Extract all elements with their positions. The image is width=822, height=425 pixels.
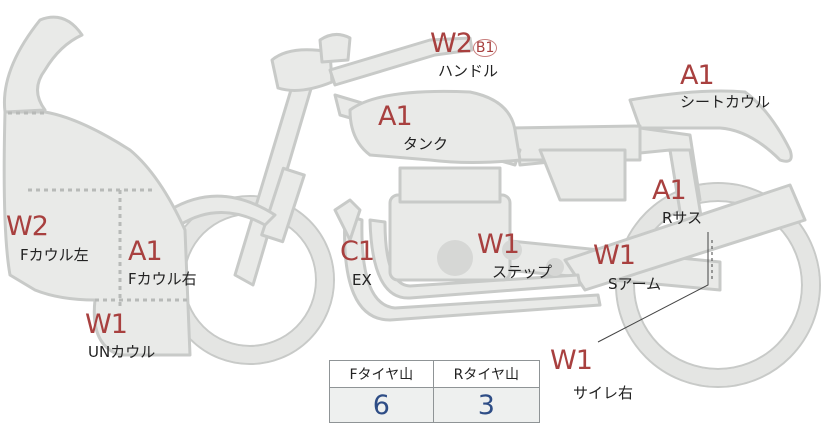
handle-grade: W2 B1 [430, 28, 498, 59]
sarm-grade: W1 [593, 240, 636, 271]
engine-head [398, 166, 502, 204]
handlebar-shape [328, 36, 474, 87]
front-fork [233, 58, 320, 287]
front-fender [168, 194, 277, 227]
rsus-grade: A1 [652, 175, 687, 206]
fcowl-right-label: Fカウル右 [128, 270, 197, 288]
seatcowl-grade: A1 [680, 60, 715, 91]
side-cover-shape [538, 148, 627, 202]
exhaust-pipe-2 [368, 218, 582, 300]
uncowl-label: UNカウル [88, 343, 156, 361]
engine-cover [437, 240, 473, 276]
sidecover-label: サイレ右 [573, 384, 634, 402]
tank-grade: A1 [378, 101, 413, 132]
front-tread-value: 6 [329, 387, 434, 423]
step-peg [502, 240, 522, 260]
uncowl-grade: W1 [85, 309, 128, 340]
frame-front [333, 198, 362, 242]
sidecover-grade: W1 [550, 345, 593, 376]
step-grade: W1 [477, 229, 520, 260]
front-cowl-body [2, 110, 192, 357]
fcowl-left-grade: W2 [6, 211, 49, 242]
step-peg-rear [546, 258, 564, 276]
fcowl-right-grade: A1 [128, 236, 163, 267]
rsus-label: Rサス [662, 209, 703, 227]
ex-label: EX [352, 271, 372, 289]
front-cowl-shape [2, 15, 84, 114]
rear-tire [617, 184, 819, 386]
fuel-tank-shape [348, 89, 522, 164]
sarm-label: Sアーム [608, 275, 662, 293]
leader-line-rear-sus [597, 232, 709, 343]
meter-shape [270, 48, 334, 92]
handle-grade-main: W2 [430, 28, 473, 59]
handle-grade-sub: B1 [472, 39, 498, 57]
fork-cover [260, 166, 306, 244]
rear-tire-inner-edge [633, 200, 803, 370]
rear-tread-header: Rタイヤ山 [432, 359, 541, 389]
handle-label: ハンドル [438, 62, 499, 80]
rear-tire-edge [615, 182, 821, 388]
tank-label: タンク [403, 135, 449, 153]
fcowl-left-label: Fカウル左 [20, 246, 89, 264]
front-tread-header: Fタイヤ山 [329, 359, 434, 389]
seat-cowl-shape [628, 89, 793, 163]
exhaust-pipe [343, 213, 602, 322]
ex-grade: C1 [340, 236, 375, 267]
tire-tread-table: Fタイヤ山 Rタイヤ山 6 3 [329, 359, 541, 423]
headlight-shape [318, 33, 352, 64]
seatcowl-label: シートカウル [680, 93, 771, 111]
rear-tread-value: 3 [432, 387, 541, 423]
step-label: ステップ [492, 263, 553, 281]
